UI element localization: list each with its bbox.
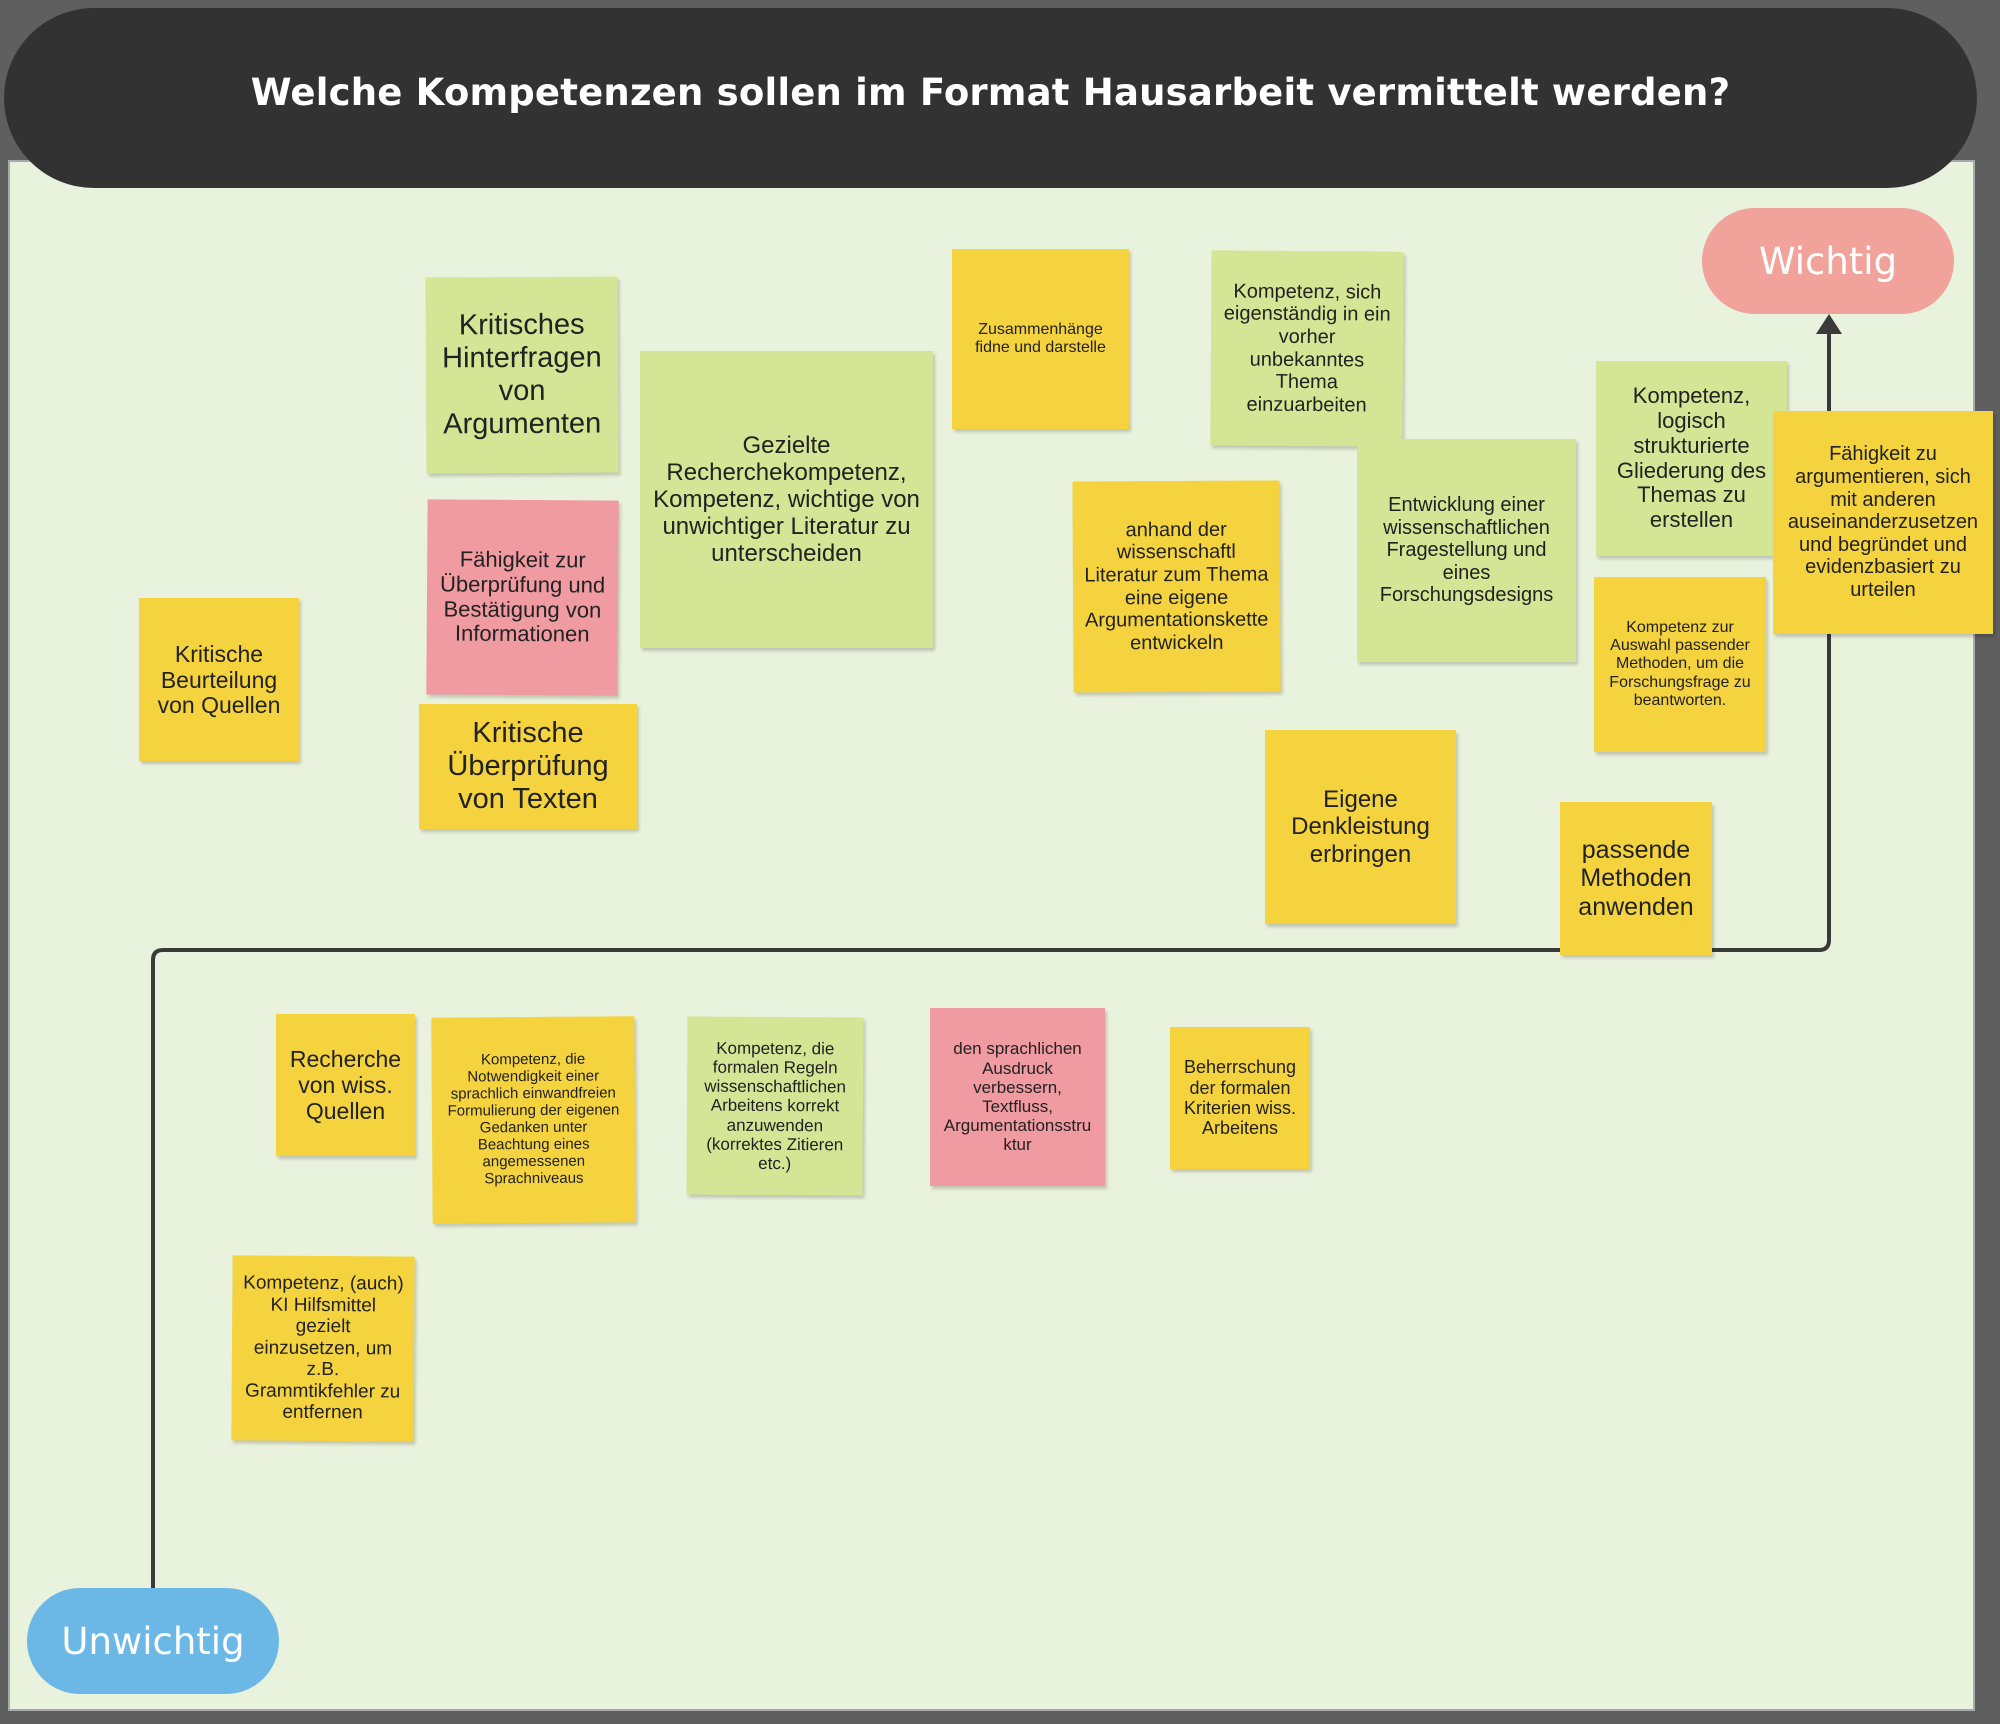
sticky-note-text: Kompetenz, die Notwendigkeit einer sprac…	[447, 1050, 620, 1188]
sticky-note-text: Kritisches Hinterfragen von Argumenten	[442, 309, 602, 441]
sticky-note-ueberpruefung-informationen[interactable]: Fähigkeit zur Überprüfung und Bestätigun…	[426, 499, 619, 696]
sticky-note-formale-kriterien[interactable]: Beherrschung der formalen Kriterien wiss…	[1170, 1027, 1310, 1169]
wichtig-label: Wichtig	[1702, 208, 1954, 314]
sticky-note-text: Kritische Überprüfung von Texten	[447, 717, 609, 815]
axis-arrowhead	[1816, 314, 1842, 334]
sticky-note-text: Kritische Beurteilung von Quellen	[157, 640, 281, 719]
sticky-note-methodenauswahl[interactable]: Kompetenz zur Auswahl passender Methoden…	[1594, 577, 1766, 752]
sticky-note-methoden-anwenden[interactable]: passende Methoden anwenden	[1560, 802, 1712, 955]
sticky-note-formale-regeln[interactable]: Kompetenz, die formalen Regeln wissensch…	[686, 1016, 864, 1196]
sticky-note-zusammenhaenge[interactable]: Zusammenhänge fidne und darstelle	[952, 249, 1129, 429]
unwichtig-label: Unwichtig	[27, 1588, 279, 1694]
sticky-note-text: Kompetenz, (auch) KI Hilfsmittel gezielt…	[243, 1272, 404, 1424]
sticky-note-text: Fähigkeit zu argumentieren, sich mit and…	[1787, 443, 1979, 601]
sticky-note-denkleistung[interactable]: Eigene Denkleistung erbringen	[1265, 730, 1456, 924]
sticky-note-argumentieren[interactable]: Fähigkeit zu argumentieren, sich mit and…	[1773, 411, 1993, 634]
sticky-note-text: Kompetenz zur Auswahl passender Methoden…	[1609, 619, 1751, 709]
sticky-note-kritische-beurteilung[interactable]: Kritische Beurteilung von Quellen	[139, 598, 299, 761]
sticky-note-text: Kompetenz, sich eigenständig in ein vorh…	[1223, 280, 1391, 417]
sticky-note-text: passende Methoden anwenden	[1578, 836, 1694, 921]
sticky-note-text: anhand der wissenschaftl Literatur zum T…	[1084, 518, 1269, 654]
sticky-note-text: Entwicklung einer wissenschaftlichen Fra…	[1379, 494, 1554, 607]
axis-line	[151, 334, 1831, 1588]
sticky-note-sprachniveau[interactable]: Kompetenz, die Notwendigkeit einer sprac…	[431, 1016, 636, 1224]
header-banner: Welche Kompetenzen sollen im Format Haus…	[4, 8, 1977, 188]
sticky-note-text: Recherche von wiss. Quellen	[289, 1046, 402, 1124]
sticky-note-text: Kompetenz, die formalen Regeln wissensch…	[704, 1038, 847, 1174]
sticky-note-text: Fähigkeit zur Überprüfung und Bestätigun…	[439, 546, 606, 647]
sticky-note-kritische-ueberpruefung-texte[interactable]: Kritische Überprüfung von Texten	[419, 704, 637, 829]
sticky-note-argumentationskette[interactable]: anhand der wissenschaftl Literatur zum T…	[1072, 480, 1281, 693]
sticky-note-sprachlicher-ausdruck[interactable]: den sprachlichen Ausdruck verbessern, Te…	[930, 1008, 1105, 1186]
sticky-note-kritisches-hinterfragen[interactable]: Kritisches Hinterfragen von Argumenten	[425, 276, 619, 474]
sticky-note-ki-hilfsmittel[interactable]: Kompetenz, (auch) KI Hilfsmittel gezielt…	[231, 1255, 415, 1442]
sticky-note-text: den sprachlichen Ausdruck verbessern, Te…	[943, 1039, 1092, 1155]
sticky-note-text: Eigene Denkleistung erbringen	[1291, 786, 1430, 868]
page-title: Welche Kompetenzen sollen im Format Haus…	[250, 70, 1731, 114]
sticky-note-text: Gezielte Recherchekompetenz, Kompetenz, …	[653, 431, 920, 568]
sticky-note-gliederung[interactable]: Kompetenz, logisch strukturierte Glieder…	[1596, 361, 1787, 556]
sticky-note-unbekanntes-thema[interactable]: Kompetenz, sich eigenständig in ein vorh…	[1210, 250, 1404, 447]
sticky-note-fragestellung[interactable]: Entwicklung einer wissenschaftlichen Fra…	[1357, 439, 1576, 662]
sticky-note-recherchekompetenz[interactable]: Gezielte Recherchekompetenz, Kompetenz, …	[640, 351, 933, 648]
sticky-note-text: Zusammenhänge fidne und darstelle	[975, 320, 1106, 356]
sticky-note-text: Beherrschung der formalen Kriterien wiss…	[1183, 1057, 1297, 1139]
sticky-note-text: Kompetenz, logisch strukturierte Glieder…	[1616, 382, 1767, 533]
sticky-note-recherche-quellen[interactable]: Recherche von wiss. Quellen	[276, 1014, 415, 1156]
